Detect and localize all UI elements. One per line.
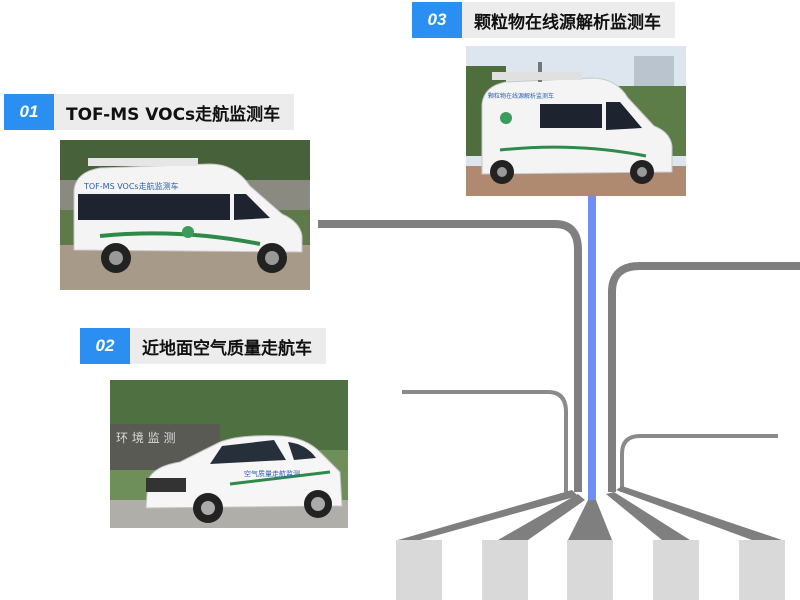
- label-number: 03: [412, 2, 462, 38]
- fan-wedge-5: [616, 486, 782, 540]
- connector-line-01: [318, 220, 582, 492]
- fan-wedge-3: [568, 500, 612, 540]
- vehicle-photo-03: 颗粒物在线源解析监测车: [466, 46, 686, 196]
- bottom-box-2: [482, 540, 528, 600]
- fan-wedge-4: [606, 492, 690, 540]
- fan-wedge-2: [498, 494, 585, 540]
- label-number: 01: [4, 94, 54, 130]
- bottom-box-1: [396, 540, 442, 600]
- label-number: 02: [80, 328, 130, 364]
- connector-line-right-outer: [608, 262, 800, 492]
- bottom-box-3: [567, 540, 613, 600]
- label-title: TOF-MS VOCs走航监测车: [66, 104, 281, 125]
- van-text: TOF-MS VOCs走航监测车: [83, 181, 179, 191]
- svg-text:环 境 监 测: 环 境 监 测: [116, 430, 175, 445]
- bottom-box-4: [653, 540, 699, 600]
- vehicle-photo-02: 环 境 监 测 空气质量走航监测: [110, 380, 348, 528]
- van-text: 颗粒物在线源解析监测车: [488, 92, 554, 100]
- label-title: 近地面空气质量走航车: [142, 338, 312, 359]
- suv-text: 空气质量走航监测: [244, 469, 300, 478]
- label-03: 03 颗粒物在线源解析监测车: [412, 2, 675, 38]
- label-02: 02 近地面空气质量走航车: [80, 328, 326, 364]
- fan-wedge-1: [398, 490, 578, 540]
- vehicle-photo-01: TOF-MS VOCs走航监测车: [60, 140, 310, 290]
- label-title: 颗粒物在线源解析监测车: [474, 12, 661, 33]
- bottom-box-5: [739, 540, 785, 600]
- connector-line-right-inner: [620, 434, 778, 492]
- connector-line-02: [402, 390, 568, 492]
- label-01: 01 TOF-MS VOCs走航监测车: [4, 94, 295, 130]
